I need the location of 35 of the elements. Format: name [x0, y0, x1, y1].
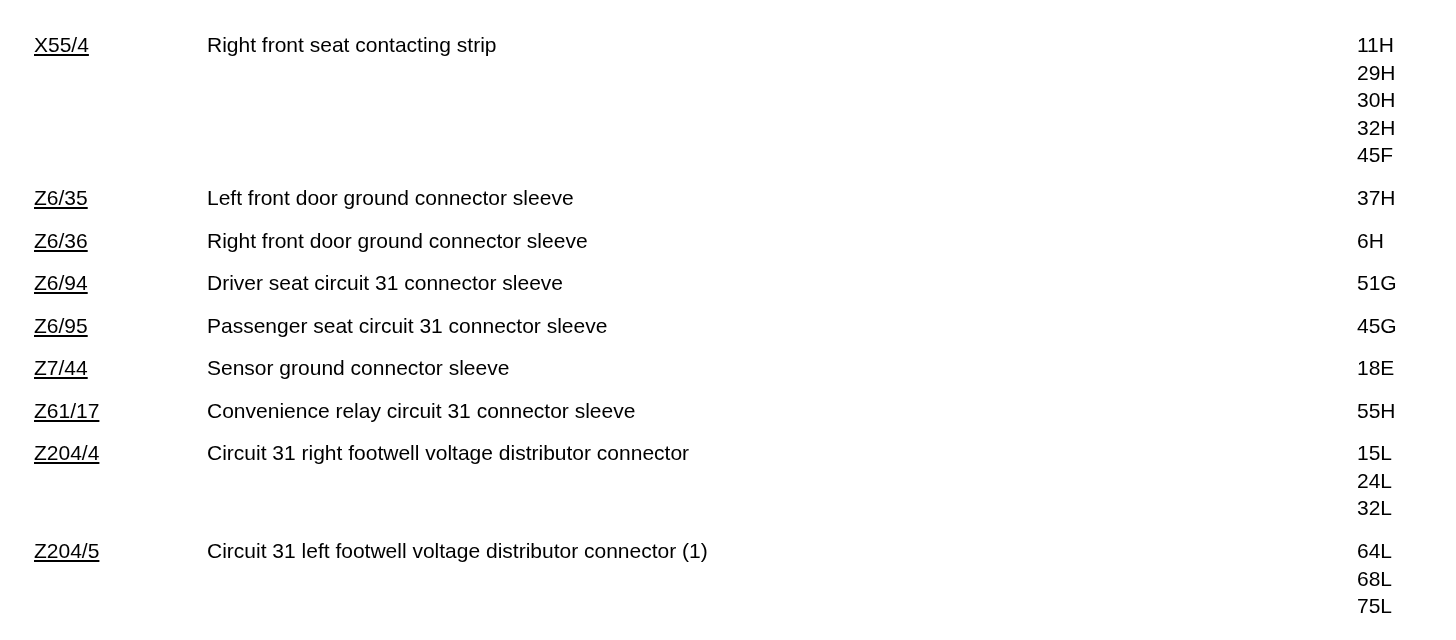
grid-coordinate: 45F [1357, 143, 1394, 167]
component-code: Z6/36 [34, 229, 88, 253]
grid-coordinate: 37H [1357, 186, 1396, 210]
grid-coordinate: 51G [1357, 271, 1397, 295]
component-code: Z6/95 [34, 314, 88, 338]
grid-coordinate: 29H [1357, 60, 1396, 85]
grid-coordinate: 15L [1357, 441, 1393, 465]
component-code: Z204/5 [34, 539, 100, 563]
grid-coordinate: 30H [1357, 88, 1396, 112]
grid-coordinate: 55H [1357, 399, 1396, 423]
grid-coordinate: 24L [1357, 468, 1393, 493]
grid-coordinate: 68L [1357, 566, 1393, 591]
component-code: X55/4 [34, 33, 89, 57]
grid-coordinate: 32L [1357, 496, 1393, 520]
grid-coordinate: 75L [1357, 594, 1393, 618]
component-code: Z204/4 [34, 441, 100, 465]
component-code: Z6/94 [34, 271, 88, 295]
grid-coordinate: 32H [1357, 115, 1396, 140]
component-description: Right front seat contacting strip [207, 33, 497, 57]
grid-coordinate: 18E [1357, 356, 1395, 380]
component-description: Convenience relay circuit 31 connector sleeve [207, 399, 636, 423]
grid-coordinate: 64L [1357, 539, 1393, 563]
component-description: Circuit 31 left footwell voltage distributor connector (1) [207, 539, 708, 563]
component-description: Right front door ground connector sleeve [207, 229, 588, 253]
component-description: Sensor ground connector sleeve [207, 356, 510, 380]
component-code: Z7/44 [34, 356, 88, 380]
component-description: Driver seat circuit 31 connector sleeve [207, 271, 563, 295]
component-description: Left front door ground connector sleeve [207, 186, 574, 210]
component-description: Circuit 31 right footwell voltage distributor connector [207, 441, 690, 465]
component-code: Z6/35 [34, 186, 88, 210]
component-description: Passenger seat circuit 31 connector sleeve [207, 314, 608, 338]
grid-coordinate: 45G [1357, 314, 1397, 338]
grid-coordinate: 6H [1357, 229, 1384, 253]
component-code: Z61/17 [34, 399, 100, 423]
grid-coordinate: 11H [1357, 33, 1394, 57]
